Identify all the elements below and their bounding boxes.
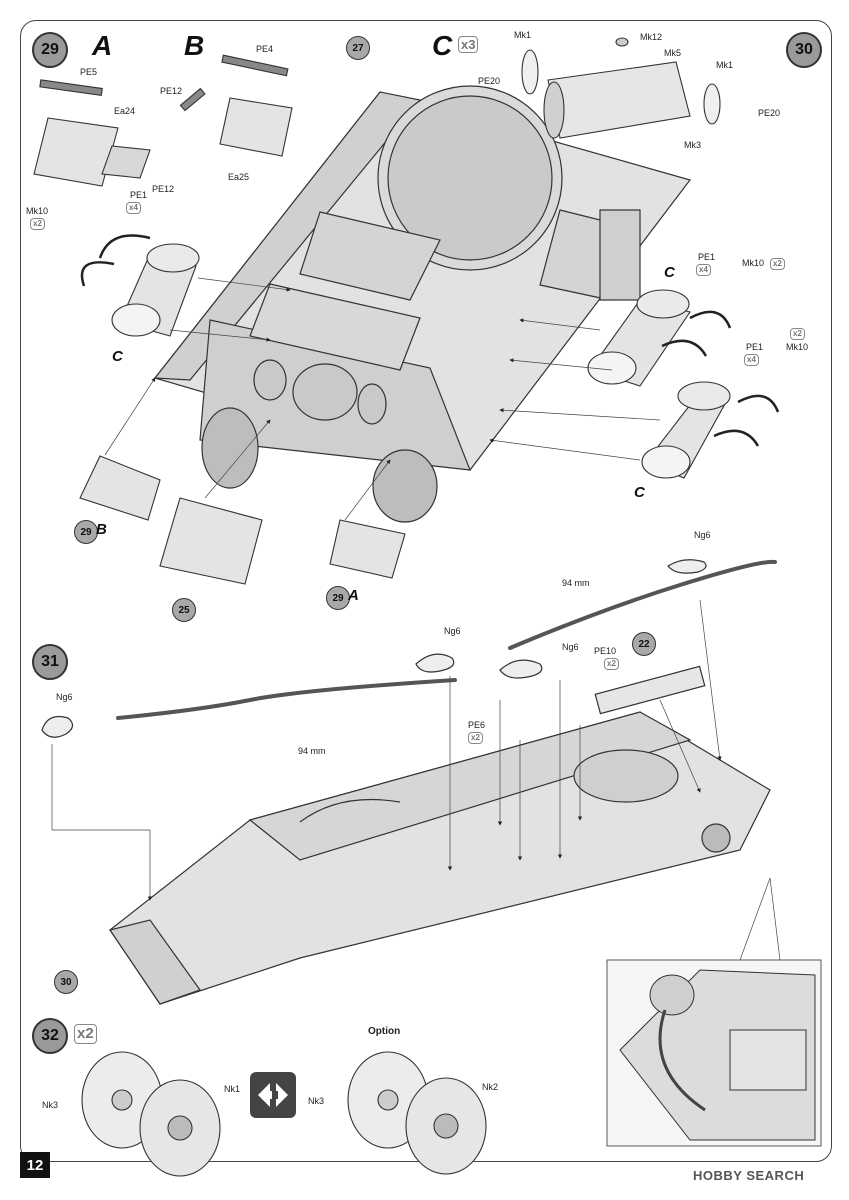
side-plates — [79, 455, 406, 585]
label-nk2: Nk2 — [482, 1082, 499, 1092]
label-pe12-a: PE12 — [160, 86, 183, 96]
ref-29a-letter: A — [348, 587, 359, 604]
sub-c-drum — [521, 37, 721, 139]
ref-30: 30 — [54, 970, 78, 994]
label-pe1-left: PE1 — [130, 190, 148, 200]
label-mk10-left-mult: x2 — [30, 218, 45, 230]
step-32: 32 — [32, 1018, 68, 1054]
label-option: Option — [368, 1026, 401, 1037]
label-ea25: Ea25 — [228, 172, 250, 182]
label-pe1-right-2: PE1 — [746, 342, 764, 352]
label-c-left: C — [112, 348, 123, 365]
pe1-straps — [80, 234, 780, 447]
label-c-right-2: C — [634, 484, 645, 501]
sub-letter-c: C — [432, 30, 453, 61]
label-mk12: Mk12 — [640, 32, 663, 42]
label-mk5: Mk5 — [664, 48, 682, 58]
ng6-eyes — [41, 559, 707, 738]
ref-29a: 29 — [326, 586, 350, 610]
assembly-lines — [104, 277, 661, 521]
step31-lines — [51, 599, 781, 961]
label-mk10-right-2: Mk10 — [786, 342, 809, 352]
hull-top-assembly — [153, 85, 692, 523]
label-mk10-right-1: Mk10 — [742, 258, 765, 268]
label-c-right-1: C — [664, 264, 675, 281]
alternate-icon — [250, 1072, 296, 1118]
ref-25: 25 — [172, 598, 196, 622]
watermark: HOBBY SEARCH — [693, 1168, 805, 1183]
ref-22: 22 — [632, 632, 656, 656]
wheel-nk1 — [139, 1079, 221, 1177]
wheel-nk2 — [405, 1077, 487, 1175]
label-pe1-left-mult: x4 — [126, 202, 141, 214]
detail-inset — [606, 959, 822, 1147]
step-31: 31 — [32, 644, 68, 680]
label-length-top: 94 mm — [562, 578, 590, 588]
ref-29b-letter: B — [96, 521, 107, 538]
label-pe1-right-2-mult: x4 — [744, 354, 759, 366]
label-mk1-b: Mk1 — [716, 60, 734, 70]
label-pe5: PE5 — [80, 67, 98, 77]
label-pe6: PE6 — [468, 720, 486, 730]
towing-cables — [116, 559, 777, 720]
drum-right-1 — [587, 289, 691, 387]
label-nk1: Nk1 — [224, 1084, 241, 1094]
sub-a-parts — [33, 79, 151, 187]
label-nk3-a: Nk3 — [42, 1100, 59, 1110]
label-pe12-b: PE12 — [152, 184, 175, 194]
label-mk1-a: Mk1 — [514, 30, 532, 40]
label-mk3: Mk3 — [684, 140, 702, 150]
step-29: 29 — [32, 32, 68, 68]
label-pe20-a: PE20 — [478, 76, 501, 86]
label-pe6-mult: x2 — [468, 732, 483, 744]
label-ng6-left: Ng6 — [56, 692, 73, 702]
label-pe1-right-1: PE1 — [698, 252, 716, 262]
label-ng6-mid-2: Ng6 — [562, 642, 579, 652]
label-mk10-right-1-mult: x2 — [770, 258, 785, 270]
hull-side-assembly — [109, 665, 771, 1005]
sub-c-multiplier: x3 — [458, 36, 479, 53]
drum-left — [111, 243, 200, 337]
drum-right-2 — [641, 381, 731, 479]
sub-letter-b: B — [184, 30, 205, 61]
page-number: 12 — [20, 1152, 50, 1178]
label-pe10-mult: x2 — [604, 658, 619, 670]
ref-29b: 29 — [74, 520, 98, 544]
ref-27: 27 — [346, 36, 370, 60]
sub-b-parts — [179, 54, 293, 157]
step-32-multiplier: x2 — [74, 1024, 97, 1044]
label-pe1-right-1-mult: x4 — [696, 264, 711, 276]
label-pe4: PE4 — [256, 44, 274, 54]
label-length-left: 94 mm — [298, 746, 326, 756]
label-pe20-b: PE20 — [758, 108, 781, 118]
label-ng6-top: Ng6 — [694, 530, 711, 540]
label-ng6-mid-1: Ng6 — [444, 626, 461, 636]
label-ea24: Ea24 — [114, 106, 136, 116]
label-nk3-b: Nk3 — [308, 1096, 325, 1106]
sub-letter-a: A — [92, 30, 113, 61]
label-mk10-right-2-mult: x2 — [790, 328, 805, 340]
label-pe10: PE10 — [594, 646, 617, 656]
step-30: 30 — [786, 32, 822, 68]
label-mk10-left: Mk10 — [26, 206, 49, 216]
